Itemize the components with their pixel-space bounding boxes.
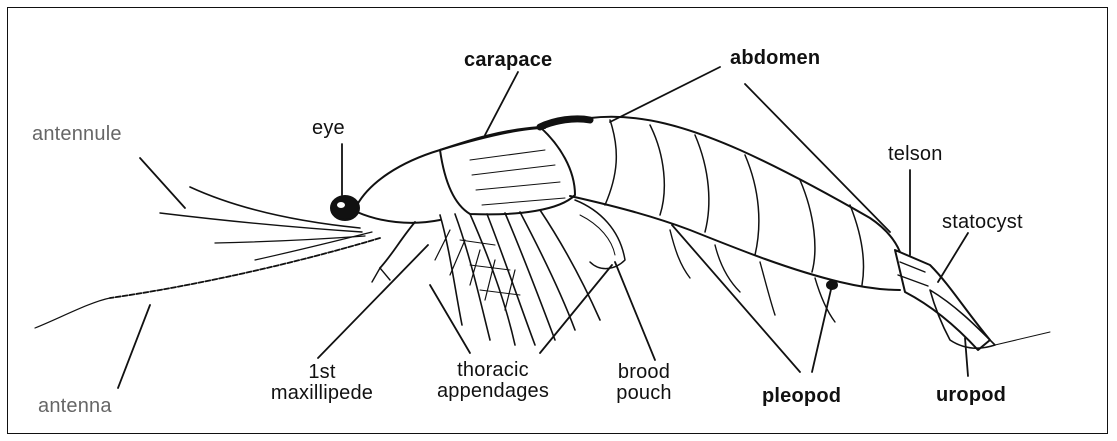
uropod-shape [930, 290, 995, 348]
label-thoracic-line2: appendages [418, 381, 568, 402]
leader-lines [118, 67, 968, 388]
label-uropod: uropod [936, 385, 1006, 405]
label-eye: eye [312, 118, 345, 138]
brood-pouch-shape [575, 200, 625, 269]
label-pleopod: pleopod [762, 386, 841, 406]
label-1st-maxillipede-line2: maxillipede [262, 383, 382, 404]
label-carapace: carapace [464, 50, 552, 70]
label-thoracic-appendages: thoracic appendages [418, 360, 568, 402]
eye-shape [331, 196, 359, 220]
label-brood-line1: brood [596, 362, 692, 383]
label-1st-maxillipede: 1st maxillipede [262, 362, 382, 404]
label-brood-line2: pouch [596, 383, 692, 404]
label-1st-maxillipede-line1: 1st [262, 362, 382, 383]
label-antennule: antennule [32, 124, 122, 144]
label-thoracic-line1: thoracic [418, 360, 568, 381]
label-abdomen: abdomen [730, 48, 820, 68]
abdomen-shape [590, 117, 900, 252]
label-telson: telson [888, 144, 943, 164]
thoracic-appendages-shape [435, 210, 600, 345]
label-statocyst: statocyst [942, 212, 1023, 232]
label-antenna: antenna [38, 396, 112, 416]
label-brood-pouch: brood pouch [596, 362, 692, 404]
